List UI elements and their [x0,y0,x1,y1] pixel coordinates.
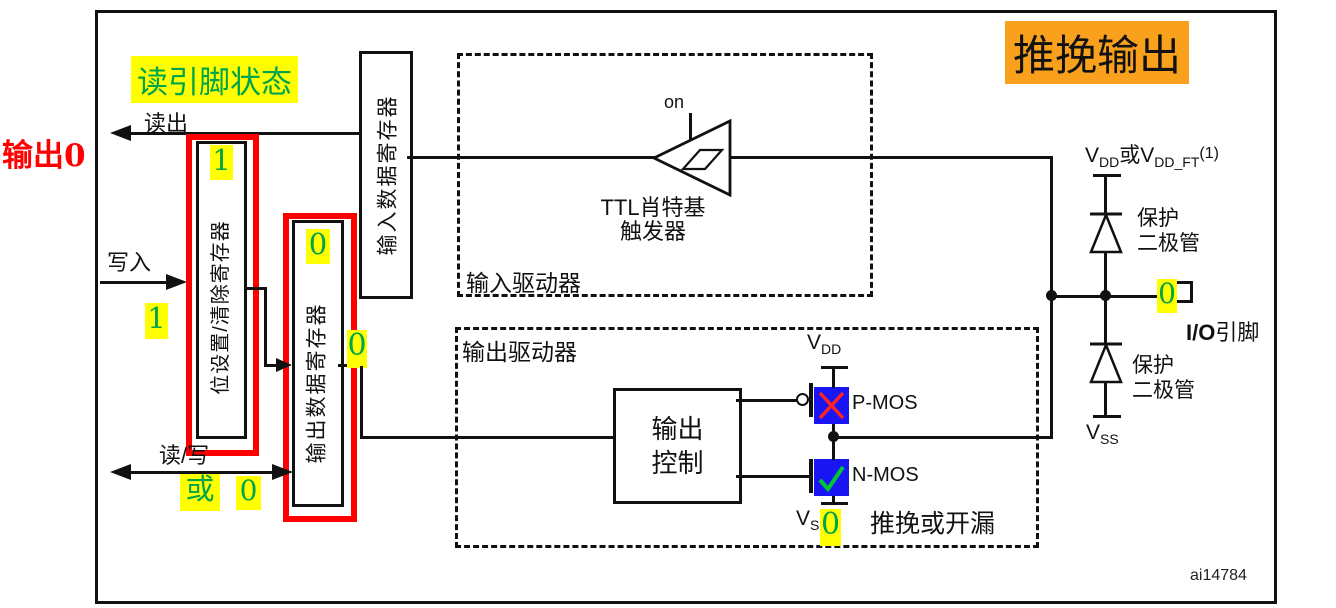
nmos-drain-wire [832,439,835,460]
bsrr-odr-wire-h1 [246,287,266,290]
vss-mos-tee [821,502,848,505]
annotation-push-pull-output: 推挽输出 [1005,21,1190,84]
pin-value: 0 [1157,279,1177,313]
input-data-register-label: 输入数据寄存器 [376,94,399,256]
odr-out-wire-h2 [360,436,617,439]
or-annotation: 或 [180,474,220,511]
junction-bus-io [1046,290,1057,301]
bsrr-odr-wire-h2 [264,364,278,367]
vss-value: 0 [820,509,841,546]
output-driver-box [455,327,1039,548]
bsrr-odr-wire-v [264,287,267,367]
nmos-gate-wire [736,475,813,478]
annotation-output-zero: 输出0 [2,138,86,174]
mos-output-wire [834,436,1052,439]
pmos-label: P-MOS [852,392,918,414]
diode-top-wire1 [1104,174,1107,213]
read-write-wire [126,471,278,474]
protection-diode-bottom-label: 保护二极管 [1132,354,1195,402]
trigger-on-wire [689,113,692,141]
read-out-arrowhead [110,125,131,141]
vss-rail-tee [1093,415,1121,418]
protection-diode-top-icon [1089,211,1123,254]
output-control-line2: 控制 [651,448,704,478]
read-write-value: 0 [236,476,261,510]
read-write-arrowhead-right [272,464,293,480]
nmos-source-wire [832,496,835,505]
nmos-gate-bar [809,459,813,493]
protection-diode-top-label: 保护二极管 [1137,207,1200,255]
push-pull-open-drain-label: 推挽或开漏 [870,510,996,538]
bsrr-box [196,141,247,439]
vss-mos-label: VS [796,507,820,533]
pmos-drain-wire [832,424,835,438]
io-pin-label: I/O引脚 [1186,320,1260,345]
input-driver-box [457,53,873,297]
diode-bot-wire2 [1104,383,1107,417]
write-wire [100,281,170,284]
bsrr-label: 位设置/清除寄存器 [210,219,232,395]
read-write-arrowhead-left [110,464,131,480]
bsrr-odr-arrowhead [276,358,292,372]
vdd-mos-label: VDD [807,331,842,357]
write-arrowhead [166,274,187,290]
read-out-wire [129,132,360,135]
odr-wire-value: 0 [347,330,367,368]
read-write-label: 读/写 [159,443,210,468]
pmos-blocked-marker [814,387,849,424]
pmos-gate-wire [736,399,797,402]
nmos-active-marker [814,459,849,496]
output-control-line1: 输出 [651,414,704,444]
output-driver-label: 输出驱动器 [462,339,577,365]
ttl-schmitt-label: TTL肖特基 触发器 [600,195,706,244]
write-label: 写入 [107,250,152,275]
bsrr-value: 1 [210,145,233,180]
vdd-rail-tee [1093,174,1121,177]
pmos-gate-bubble [796,393,809,406]
check-icon [818,465,845,493]
read-out-label: 读出 [144,111,189,136]
output-control-box: 输出 控制 [613,388,742,504]
bsrr-red-outline [186,134,259,456]
pmos-gate-bar [809,383,813,417]
odr-label: 输出数据寄存器 [305,302,328,464]
annotation-read-pin-state: 读引脚状态 [131,56,298,103]
trigger-input-wire [730,156,1052,159]
odr-out-wire [338,364,350,367]
write-value: 1 [145,303,168,339]
vdd-rail-label: VDD或VDD_FT(1) [1085,144,1219,170]
trigger-on-label: on [664,92,685,112]
diode-top-wire2 [1104,253,1107,297]
pmos-source-wire [832,366,835,388]
nmos-label: N-MOS [852,464,919,486]
input-driver-label: 输入驱动器 [466,270,581,296]
figure-id: ai14784 [1190,567,1247,584]
odr-box [292,220,344,507]
trigger-output-wire [407,156,657,159]
odr-out-wire-v [360,366,363,438]
vss-rail-label: VSS [1086,421,1119,447]
diode-bot-wire1 [1104,295,1107,343]
cross-icon [818,391,845,420]
io-pin-icon [1177,281,1193,303]
diagram-border [95,10,1277,604]
odr-value: 0 [306,229,330,264]
input-data-register-box: 输入数据寄存器 [359,51,413,299]
protection-diode-bottom-icon [1089,341,1123,384]
